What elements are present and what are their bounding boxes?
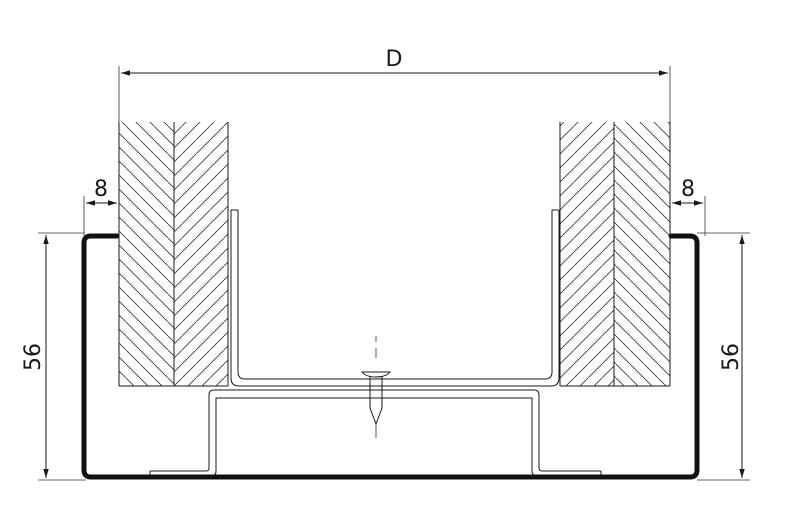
right-height-label: 56 bbox=[719, 343, 744, 371]
right-board-layers bbox=[559, 122, 671, 387]
screw-fastener-icon bbox=[360, 336, 392, 438]
left-outer-board bbox=[119, 122, 174, 386]
outer-channel-profile bbox=[81, 233, 700, 480]
left-height-label: 56 bbox=[21, 343, 46, 371]
inner-u-stud bbox=[230, 209, 560, 387]
left-inner-board bbox=[174, 122, 228, 386]
left-gap-label: 8 bbox=[94, 177, 108, 202]
overall-width-dimension: D bbox=[118, 47, 671, 122]
width-label: D bbox=[386, 47, 403, 72]
left-board-layers bbox=[118, 122, 229, 387]
left-height-dimension: 56 bbox=[21, 232, 86, 481]
left-gap-dimension: 8 bbox=[83, 177, 117, 236]
right-inner-board bbox=[560, 122, 614, 386]
right-outer-board bbox=[614, 122, 670, 386]
right-gap-label: 8 bbox=[681, 177, 695, 202]
right-gap-dimension: 8 bbox=[672, 177, 706, 236]
right-height-dimension: 56 bbox=[697, 232, 750, 481]
bottom-hat-track bbox=[149, 389, 602, 477]
